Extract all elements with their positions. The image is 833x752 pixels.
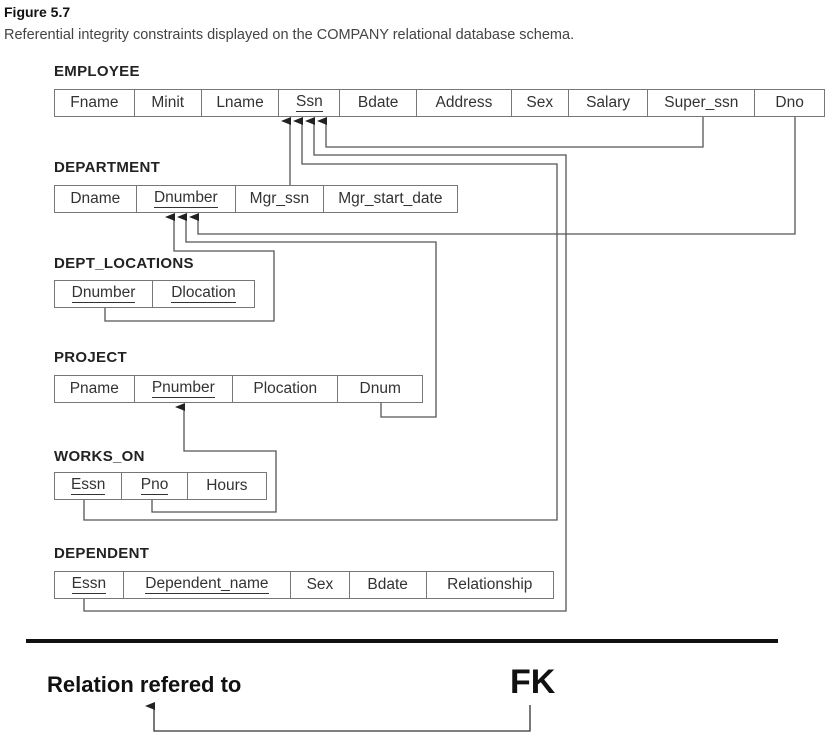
- department-attr-dname: Dname: [55, 186, 137, 212]
- employee-table: Fname Minit Lname Ssn Bdate Address Sex …: [54, 89, 825, 117]
- works-on-attr-essn: Essn: [55, 473, 123, 499]
- works-on-relation-name: WORKS_ON: [54, 448, 145, 465]
- legend-arrow: [145, 702, 531, 732]
- dept-locations-attr-dlocation: Dlocation: [171, 284, 236, 303]
- department-attr-mgr-ssn: Mgr_ssn: [236, 186, 324, 212]
- works-on-attr-pno: Pno: [122, 473, 188, 499]
- employee-attr-bdate: Bdate: [340, 90, 418, 116]
- project-attr-dnum: Dnum: [359, 380, 401, 397]
- figure-title: Figure 5.7: [4, 4, 71, 20]
- dept-locations-attr-dnumber: Dnumber: [55, 281, 154, 307]
- employee-attr-fname: Fname: [55, 90, 135, 116]
- dependent-attr-dependent-name: Dependent_name: [124, 572, 292, 598]
- fk-employee-dno: [189, 117, 796, 235]
- dependent-relation-name: DEPENDENT: [54, 545, 150, 562]
- fk-dept-locations-dnumber: [104, 213, 275, 322]
- dependent-table: Essn Dependent_name Sex Bdate Relationsh…: [54, 571, 554, 599]
- fk-works-on-pno: [151, 403, 277, 513]
- employee-attr-address: Address: [417, 90, 512, 116]
- employee-attr-dno: Dno: [775, 94, 804, 111]
- fk-super-ssn-to-ssn: [317, 117, 704, 148]
- employee-attr-salary: Salary: [569, 90, 649, 116]
- employee-relation-name: EMPLOYEE: [54, 63, 140, 80]
- fk-works-on-essn-to-ssn: [83, 117, 558, 521]
- department-attr-dnumber: Dnumber: [137, 186, 237, 212]
- dependent-attr-relationship: Relationship: [447, 576, 533, 593]
- department-relation-name: DEPARTMENT: [54, 159, 161, 176]
- fk-project-dnum: [177, 213, 437, 418]
- dependent-attr-bdate: Bdate: [350, 572, 427, 598]
- department-table: Dname Dnumber Mgr_ssn Mgr_start_date: [54, 185, 458, 213]
- legend-fk: FK: [510, 663, 556, 701]
- project-attr-plocation: Plocation: [233, 376, 339, 402]
- employee-attr-sex: Sex: [512, 90, 569, 116]
- dependent-attr-sex: Sex: [291, 572, 350, 598]
- legend-relation-refered-to: Relation refered to: [47, 672, 242, 697]
- employee-attr-lname: Lname: [202, 90, 280, 116]
- project-attr-pname: Pname: [55, 376, 135, 402]
- figure-caption: Referential integrity constraints displa…: [4, 27, 575, 43]
- employee-attr-super-ssn: Super_ssn: [648, 90, 756, 116]
- employee-attr-minit: Minit: [135, 90, 202, 116]
- works-on-table: Essn Pno Hours: [54, 472, 267, 500]
- project-relation-name: PROJECT: [54, 349, 127, 366]
- dept-locations-relation-name: DEPT_LOCATIONS: [54, 255, 194, 272]
- employee-attr-ssn: Ssn: [279, 90, 341, 116]
- works-on-attr-hours: Hours: [206, 477, 248, 494]
- dependent-attr-essn: Essn: [55, 572, 124, 598]
- fk-dependent-essn-to-ssn: [83, 117, 567, 612]
- dept-locations-table: Dnumber Dlocation: [54, 280, 255, 308]
- project-table: Pname Pnumber Plocation Dnum: [54, 375, 423, 403]
- department-attr-mgr-start-date: Mgr_start_date: [338, 190, 443, 207]
- project-attr-pnumber: Pnumber: [135, 376, 234, 402]
